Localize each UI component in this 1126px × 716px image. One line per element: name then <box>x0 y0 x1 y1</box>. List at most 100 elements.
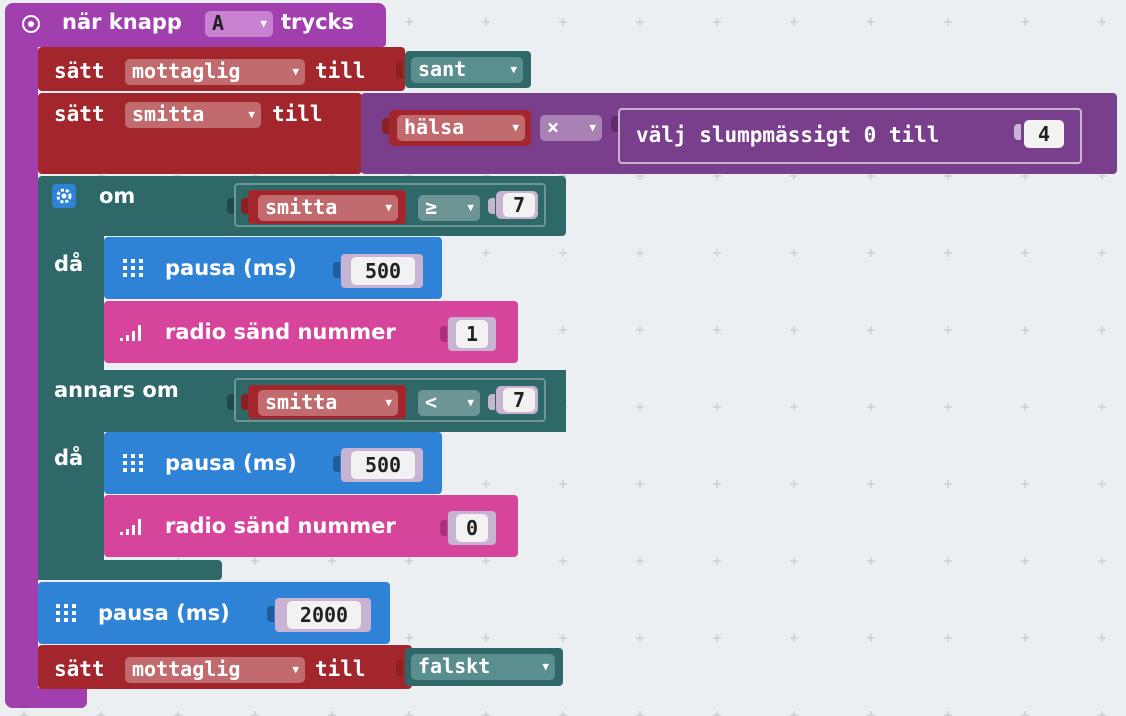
dropdown-arrow-icon: ▼ <box>292 663 299 676</box>
set-label: sätt <box>54 59 105 83</box>
compare-operator-dropdown[interactable]: ≥ ▼ <box>418 195 480 221</box>
grid-marker <box>944 480 952 488</box>
grid-marker <box>1021 403 1029 411</box>
variable-name: smitta <box>265 390 338 414</box>
grid-marker <box>636 403 644 411</box>
grid-marker <box>713 18 721 26</box>
compare-value-1-inner: 7 <box>503 193 535 217</box>
variable-dropdown-smitta[interactable]: smitta ▼ <box>125 102 261 128</box>
boolean-dropdown-falskt[interactable]: falskt ▼ <box>411 654 555 680</box>
grid-marker <box>559 249 567 257</box>
grid-marker <box>944 557 952 565</box>
grid-marker <box>1098 480 1106 488</box>
grid-marker <box>1021 249 1029 257</box>
grid-marker <box>174 711 182 716</box>
grid-marker <box>405 711 413 716</box>
grid-marker <box>713 711 721 716</box>
radio-send-value[interactable]: 0 <box>456 514 488 542</box>
event-block[interactable] <box>5 3 386 47</box>
grid-marker <box>636 326 644 334</box>
grid-marker <box>405 18 413 26</box>
dropdown-arrow-icon: ▼ <box>385 396 392 409</box>
grid-marker <box>790 403 798 411</box>
grid-marker <box>482 711 490 716</box>
grid-marker <box>1098 403 1106 411</box>
grid-marker <box>251 711 259 716</box>
event-label-post: trycks <box>281 10 354 34</box>
grid-marker <box>482 634 490 642</box>
grid-marker <box>1021 480 1029 488</box>
grid-marker <box>482 249 490 257</box>
boolean-dropdown-sant[interactable]: sant ▼ <box>411 57 523 83</box>
grid-marker <box>482 480 490 488</box>
variable-name: smitta <box>265 195 338 219</box>
random-max-value[interactable]: 4 <box>1024 120 1064 148</box>
boolean-value: sant <box>418 57 467 81</box>
if-label: om <box>99 184 136 208</box>
input-connector <box>488 394 495 410</box>
grid-marker <box>405 634 413 642</box>
grid-marker <box>713 326 721 334</box>
input-connector <box>241 394 248 410</box>
variable-dropdown-mottaglig[interactable]: mottaglig ▼ <box>125 657 305 683</box>
dropdown-arrow-icon: ▼ <box>292 65 299 78</box>
dropdown-arrow-icon: ▼ <box>385 201 392 214</box>
boolean-value: falskt <box>418 654 491 678</box>
operator-dropdown-multiply[interactable]: × ▼ <box>540 115 602 141</box>
input-connector <box>396 62 403 78</box>
grid-marker <box>944 249 952 257</box>
set-label: sätt <box>54 657 105 681</box>
pause-label: pausa (ms) <box>98 601 230 625</box>
grid-marker <box>713 557 721 565</box>
grid-marker <box>867 634 875 642</box>
pause-value[interactable]: 500 <box>351 451 415 479</box>
event-label-pre: när knapp <box>62 10 182 34</box>
grid-marker <box>482 18 490 26</box>
grid-marker <box>1021 711 1029 716</box>
variable-dropdown-halsa[interactable]: hälsa ▼ <box>397 115 525 141</box>
grid-marker <box>944 711 952 716</box>
till-label: till <box>272 102 323 126</box>
grid-marker <box>559 326 567 334</box>
grid-marker <box>1098 18 1106 26</box>
pause-value[interactable]: 2000 <box>287 601 361 629</box>
pause-label: pausa (ms) <box>165 256 297 280</box>
then-label: då <box>54 446 84 470</box>
compare-operator-dropdown[interactable]: < ▼ <box>418 390 480 416</box>
variable-dropdown-mottaglig[interactable]: mottaglig ▼ <box>125 59 305 85</box>
variable-dropdown-smitta[interactable]: smitta ▼ <box>258 390 398 416</box>
radio-send-label: radio sänd nummer <box>165 320 396 344</box>
grid-marker <box>636 557 644 565</box>
radio-send-value[interactable]: 1 <box>456 320 488 348</box>
grid-marker <box>1098 634 1106 642</box>
pause-label: pausa (ms) <box>165 451 297 475</box>
gear-icon[interactable] <box>52 184 76 212</box>
compare-value-2-inner: 7 <box>503 388 535 412</box>
till-label: till <box>315 59 366 83</box>
grid-marker <box>482 557 490 565</box>
variable-dropdown-smitta[interactable]: smitta ▼ <box>258 195 398 221</box>
input-connector <box>396 660 403 676</box>
random-block[interactable] <box>618 108 1082 164</box>
input-connector <box>1014 124 1021 140</box>
grid-marker <box>944 403 952 411</box>
dropdown-arrow-icon: ▼ <box>512 121 519 134</box>
grid-marker <box>790 480 798 488</box>
grid-marker <box>559 18 567 26</box>
grid-marker <box>559 557 567 565</box>
dropdown-arrow-icon: ▼ <box>467 201 474 214</box>
pause-value[interactable]: 500 <box>351 257 415 285</box>
grid-marker <box>636 249 644 257</box>
grid-marker <box>20 711 28 716</box>
grid-marker <box>867 480 875 488</box>
button-dropdown[interactable]: A ▼ <box>205 11 273 37</box>
input-connector <box>227 198 234 214</box>
grid-marker <box>559 711 567 716</box>
grid-marker <box>1021 326 1029 334</box>
grid-marker <box>328 557 336 565</box>
grid-marker <box>636 18 644 26</box>
grid-marker <box>1021 18 1029 26</box>
variable-name: smitta <box>132 102 205 126</box>
variable-name: mottaglig <box>132 657 241 681</box>
grid-marker <box>944 634 952 642</box>
